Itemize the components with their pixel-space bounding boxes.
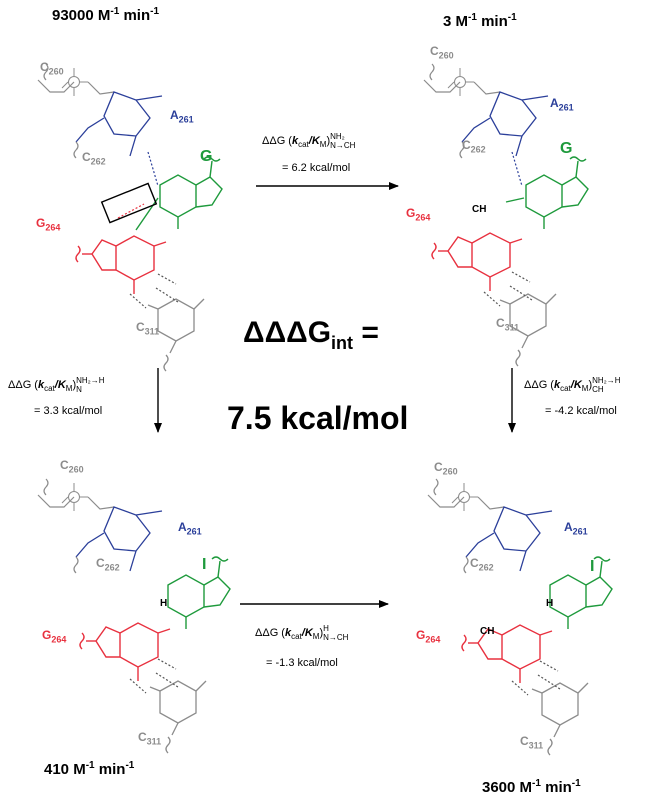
label-a261-tr: A261 bbox=[550, 96, 574, 113]
label-c311-tl: C311 bbox=[136, 320, 160, 337]
interaction-energy-value: 7.5 kcal/mol bbox=[227, 400, 409, 436]
label-c262-tl: C262 bbox=[82, 150, 106, 167]
rate-bottom-left: 410 M-1 min-1 bbox=[44, 760, 135, 778]
label-a261-tl: A261 bbox=[170, 108, 194, 125]
label-c262-bl: C262 bbox=[96, 556, 120, 573]
label-c262-br: C262 bbox=[470, 556, 494, 573]
label-i-nucleotide-bl: I bbox=[202, 556, 207, 573]
label-a261-bl: A261 bbox=[178, 520, 202, 537]
rate-bottom-right: 3600 M-1 min-1 bbox=[482, 778, 581, 796]
label-g264-br: G264 bbox=[416, 628, 441, 645]
label-c311-bl: C311 bbox=[138, 730, 162, 747]
label-h-br: H bbox=[546, 598, 554, 609]
transition-top-value: = 6.2 kcal/mol bbox=[282, 162, 351, 174]
rate-top-right: 3 M-1 min-1 bbox=[443, 12, 517, 30]
label-g264-bl: G264 bbox=[42, 628, 67, 645]
label-h-bl: H bbox=[160, 598, 168, 609]
molecule-top-right bbox=[423, 63, 589, 367]
label-g-nucleotide-tl: G bbox=[200, 148, 213, 165]
label-c260-bl: C260 bbox=[60, 458, 84, 475]
label-g-nucleotide-tr: G bbox=[560, 140, 573, 157]
label-g264-tr: G264 bbox=[406, 206, 431, 223]
label-ch-br: CH bbox=[480, 626, 495, 637]
transition-left-value: = 3.3 kcal/mol bbox=[34, 405, 103, 417]
label-c260-br: C260 bbox=[434, 460, 458, 477]
label-i-nucleotide-br: I bbox=[590, 558, 595, 575]
label-c262-tr: C262 bbox=[462, 138, 486, 155]
rate-top-left: 93000 M-1 min-1 bbox=[52, 6, 160, 24]
label-c260-tl: C260 bbox=[40, 60, 64, 77]
label-a261-br: A261 bbox=[564, 520, 588, 537]
interaction-energy-label: ΔΔΔGint = bbox=[243, 316, 379, 353]
molecule-top-left bbox=[37, 63, 223, 372]
label-c311-br: C311 bbox=[520, 734, 544, 751]
transition-bottom-value: = -1.3 kcal/mol bbox=[266, 657, 338, 669]
label-c260-tr: C260 bbox=[430, 44, 454, 61]
label-c311-tr: C311 bbox=[496, 316, 520, 333]
label-ch-tr: CH bbox=[472, 204, 487, 215]
transition-right-value: = -4.2 kcal/mol bbox=[545, 405, 617, 417]
label-g264-tl: G264 bbox=[36, 216, 61, 233]
